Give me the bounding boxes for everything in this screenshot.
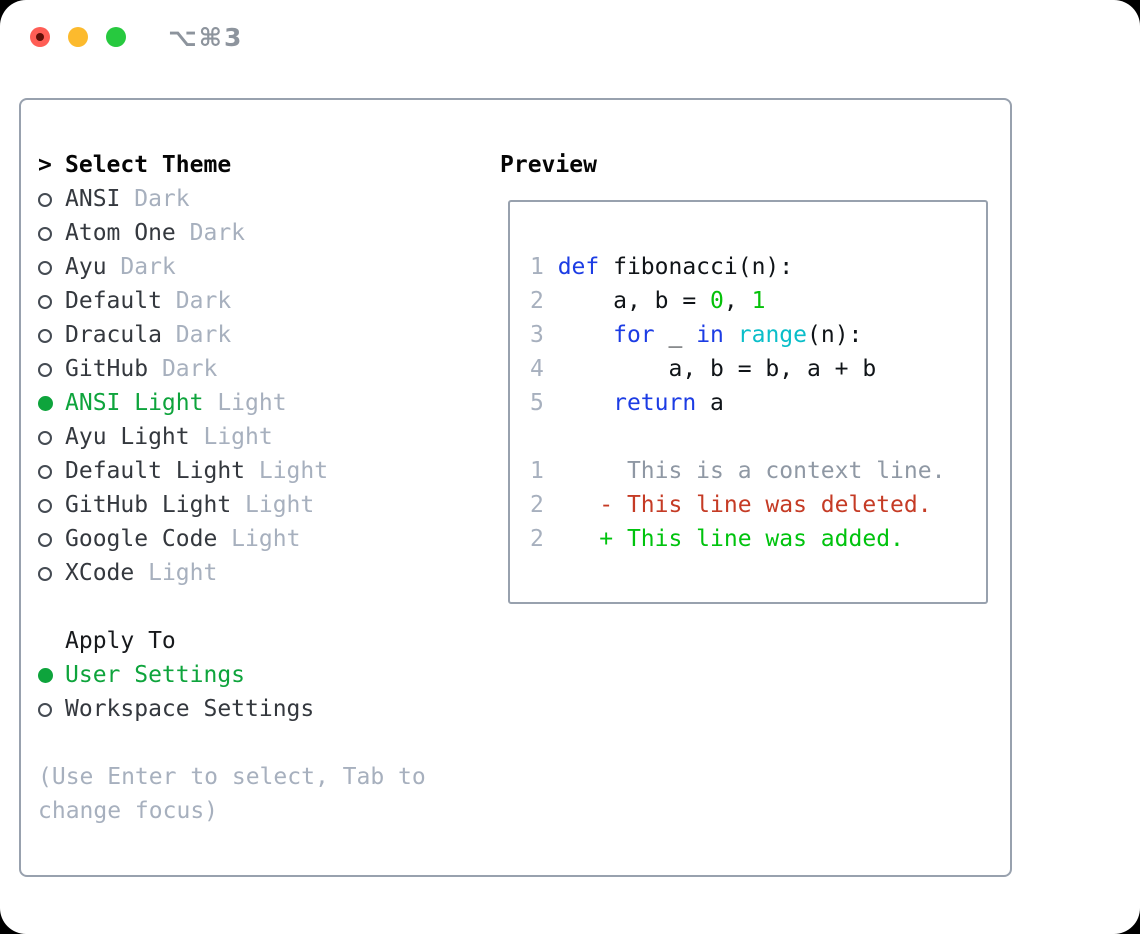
option-workspace-settings[interactable]: Workspace Settings [38,692,426,726]
option-google-code[interactable]: Google Code Light [38,522,426,556]
radio-icon [38,454,65,488]
traffic-lights [30,27,126,47]
option-tag: Dark [106,254,176,280]
option-tag: Dark [161,322,232,348]
option-ayu[interactable]: Ayu Dark [38,250,426,284]
preview-line: 1 def fibonacci(n): [530,254,794,280]
spacer [38,590,426,624]
option-ansi-light[interactable]: ANSI Light Light [38,386,426,420]
option-user-settings[interactable]: User Settings [38,658,426,692]
option-tag: Light [203,390,287,416]
radio-icon [38,692,65,726]
option-dracula[interactable]: Dracula Dark [38,318,426,352]
zoom-button[interactable] [106,27,126,47]
window-title: ⌥⌘3 [168,23,244,52]
option-default[interactable]: Default Dark [38,284,426,318]
option-label: ANSI [65,186,121,212]
radio-icon [38,352,65,386]
option-label: Default [65,288,162,314]
prompt-icon: > [38,152,52,178]
preview-line: 2 - This line was deleted. [530,492,932,518]
preview-line: 3 for _ in range(n): [530,322,863,348]
option-ansi[interactable]: ANSI Dark [38,182,426,216]
radio-icon [38,420,65,454]
minimize-button[interactable] [68,27,88,47]
radio-icon [38,182,65,216]
select-theme-header: > Select Theme [38,148,426,182]
hint-line-1: (Use Enter to select, Tab to [38,764,426,790]
option-label: ANSI Light [65,390,204,416]
option-github[interactable]: GitHub Dark [38,352,426,386]
apply-to-label: Apply To [65,628,176,654]
radio-selected-icon [38,658,65,692]
option-atom-one[interactable]: Atom One Dark [38,216,426,250]
option-label: Google Code [65,526,218,552]
preview-line [530,420,986,454]
radio-icon [38,488,65,522]
preview-line: 1 This is a context line. [530,458,946,484]
option-label: GitHub Light [65,492,232,518]
option-ayu-light[interactable]: Ayu Light Light [38,420,426,454]
preview-line: 2 + This line was added. [530,526,904,552]
radio-icon [38,556,65,590]
option-tag: Light [189,424,273,450]
option-tag: Light [134,560,218,586]
radio-selected-icon [38,386,65,420]
option-default-light[interactable]: Default Light Light [38,454,426,488]
radio-icon [38,318,65,352]
option-label: Ayu Light [65,424,190,450]
radio-icon [38,522,65,556]
preview-line: 4 a, b = b, a + b [530,356,877,382]
preview-code: 1 def fibonacci(n): 2 a, b = 0, 1 3 for _ … [530,250,986,556]
option-label: GitHub [65,356,149,382]
option-xcode[interactable]: XCode Light [38,556,426,590]
option-label: User Settings [65,662,246,688]
option-label: XCode [65,560,135,586]
radio-icon [38,216,65,250]
option-label: Atom One [65,220,176,246]
radio-icon [38,250,65,284]
preview-line: 5 return a [530,390,724,416]
preview-title: Preview [500,152,597,178]
option-label: Workspace Settings [65,696,315,722]
close-button[interactable] [30,27,50,47]
select-theme-label: Select Theme [65,152,232,178]
option-tag: Dark [175,220,246,246]
option-tag: Dark [161,288,232,314]
hint-line-2: change focus) [38,798,219,824]
option-tag: Light [231,492,315,518]
apply-to-header: Apply To [38,624,426,658]
option-tag: Light [217,526,301,552]
spacer [38,726,426,760]
option-github-light[interactable]: GitHub Light Light [38,488,426,522]
radio-icon [38,284,65,318]
option-label: Ayu [65,254,107,280]
option-tag: Dark [120,186,190,212]
option-tag: Light [245,458,329,484]
option-label: Default Light [65,458,246,484]
preview-line: 2 a, b = 0, 1 [530,288,766,314]
option-label: Dracula [65,322,162,348]
option-tag: Dark [148,356,218,382]
preview-box: 1 def fibonacci(n): 2 a, b = 0, 1 3 for _ … [508,200,988,604]
